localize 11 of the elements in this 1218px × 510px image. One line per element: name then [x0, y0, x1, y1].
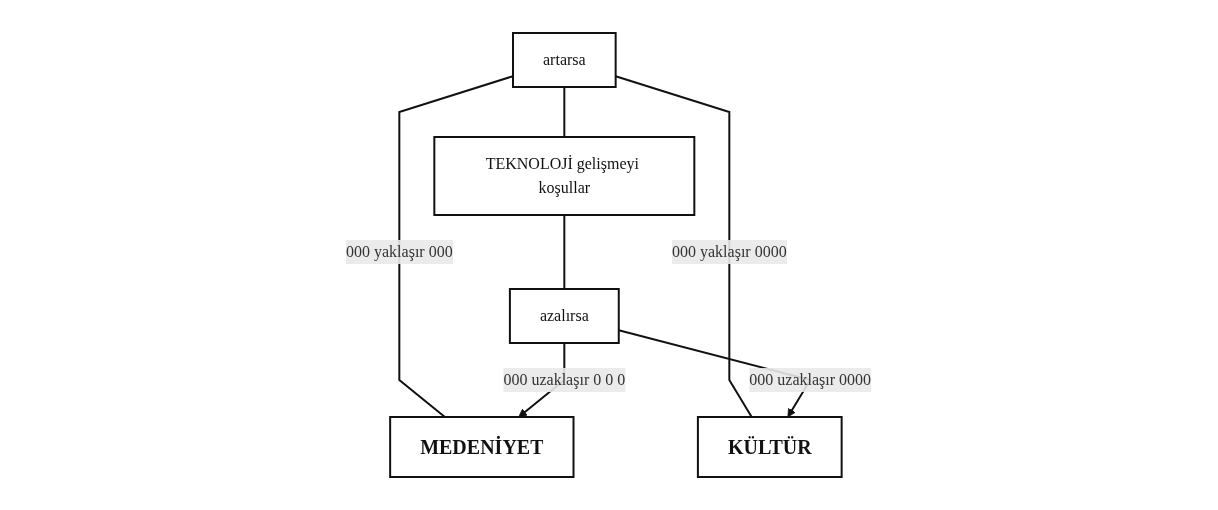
node-box: azalırsa: [509, 288, 621, 344]
edge-label: 000 yaklaşır 000: [346, 243, 454, 260]
edge-label: 000 uzaklaşır 0000: [749, 371, 872, 388]
connector: [563, 86, 566, 138]
node-box: artarsa: [512, 32, 618, 88]
connector: [563, 214, 566, 290]
node-box: TEKNOLOJİ gelişmeyi koşullar: [433, 136, 696, 216]
node-box: KÜLTÜR: [697, 416, 844, 478]
node-box: MEDENİYET: [389, 416, 575, 478]
edge-label: 000 uzaklaşır 0 0 0: [503, 371, 626, 388]
edge-label: 000 yaklaşır 0000: [672, 243, 788, 260]
